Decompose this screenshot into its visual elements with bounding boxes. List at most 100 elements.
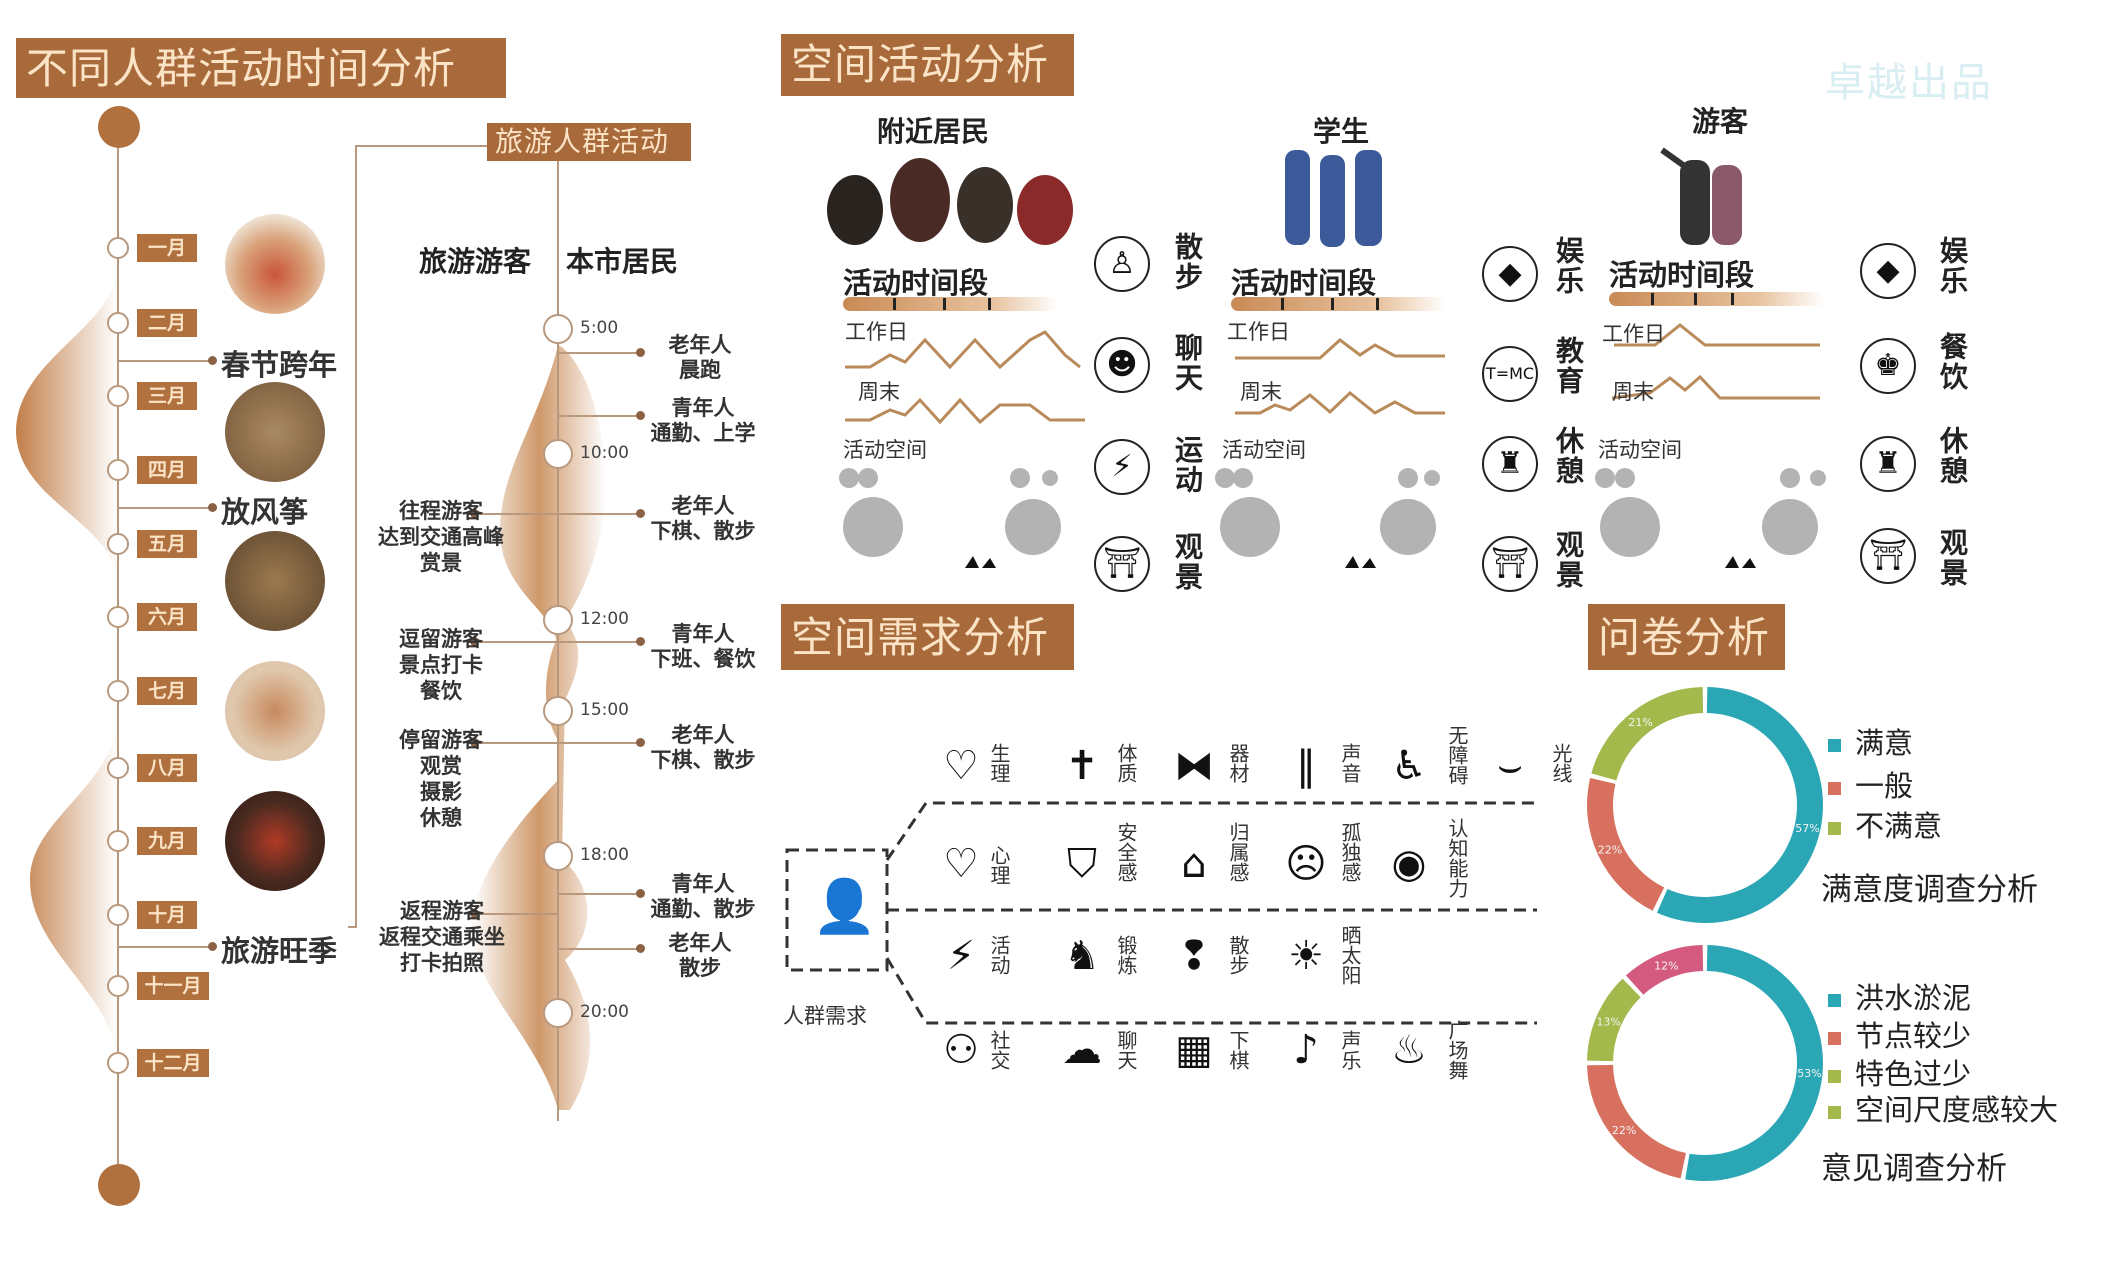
timeline-start-node xyxy=(98,106,140,148)
activity-wave-lines xyxy=(845,323,1820,425)
donut-slice-2 xyxy=(1587,777,1665,911)
donut-value-label: 22% xyxy=(1598,844,1622,857)
photo-lanterns xyxy=(225,791,325,891)
weekend-wave-tourists xyxy=(1611,374,1820,400)
person-icon: ✝ xyxy=(1065,743,1099,789)
section-title-space-activity: 空间活动分析 xyxy=(781,34,1074,96)
need-label: 广场舞 xyxy=(1445,1020,1469,1080)
resident-activity: 青年人通勤、散步 xyxy=(650,872,756,921)
resident-connector xyxy=(558,415,640,417)
running-icon: ⚡ xyxy=(1094,439,1150,495)
legend-item: 满意 xyxy=(1828,720,1913,762)
crowd-needs-label: 人群需求 xyxy=(783,1004,867,1028)
legend-swatch xyxy=(1828,781,1841,795)
legend-swatch xyxy=(1828,993,1841,1007)
photo-crowd xyxy=(225,531,325,631)
month-label: 三月 xyxy=(137,382,197,410)
tourist-dot xyxy=(470,509,479,518)
group-name-tourists: 游客 xyxy=(1692,105,1749,138)
time-node xyxy=(543,696,573,726)
dumbbell-icon: ⧓ xyxy=(1174,743,1214,789)
resident-dot xyxy=(636,509,645,518)
month-node xyxy=(107,1052,129,1074)
tourist-activity: 停留游客观赏摄影休憩 xyxy=(399,728,483,830)
bracket-side xyxy=(355,145,357,927)
time-label: 15:00 xyxy=(580,700,629,720)
education-icon: T=MC xyxy=(1482,346,1538,402)
resident-activity: 青年人下班、餐饮 xyxy=(650,622,756,671)
time-label: 10:00 xyxy=(580,443,629,463)
opinion-survey-title: 意见调查分析 xyxy=(1821,1151,2007,1187)
activity-label: 娱乐 xyxy=(1936,236,1969,296)
legend-item: 空间尺度感较大 xyxy=(1828,1087,2058,1129)
chat-bubble-icon: ☁ xyxy=(1062,1027,1102,1073)
time-label: 20:00 xyxy=(580,1002,629,1022)
weekday-wave-residents xyxy=(845,330,1081,370)
resident-dot xyxy=(636,889,645,898)
activity-label: 休憩 xyxy=(1936,426,1969,486)
time-period-bar xyxy=(1231,297,1446,311)
need-label: 声音 xyxy=(1338,743,1362,783)
activity-label: 餐饮 xyxy=(1936,332,1969,392)
need-label: 心理 xyxy=(987,845,1011,885)
sprint-icon: ⚡ xyxy=(946,933,976,979)
group-name-residents: 附近居民 xyxy=(877,115,990,148)
time-label: 5:00 xyxy=(580,318,619,338)
activity-label: 观景 xyxy=(1552,530,1585,590)
resident-connector xyxy=(474,641,640,643)
stethoscope-heart-icon: ♡ xyxy=(943,841,979,887)
donut-value-label: 22% xyxy=(1612,1124,1636,1137)
resident-activity: 老年人晨跑 xyxy=(668,333,732,382)
resident-dot xyxy=(636,411,645,420)
column-tourists: 旅游游客 xyxy=(419,245,532,278)
month-node xyxy=(107,904,129,926)
weekday-wave-tourists xyxy=(1614,323,1820,347)
activity-label: 娱乐 xyxy=(1552,236,1585,296)
watermark: 卓越出品 xyxy=(1825,60,1993,106)
legend-item: 洪水淤泥 xyxy=(1828,975,1971,1017)
time-label: 12:00 xyxy=(580,609,629,629)
month-label: 五月 xyxy=(137,530,197,558)
music-icon: ♪ xyxy=(1293,1027,1319,1073)
legend-item: 不满意 xyxy=(1828,803,1942,845)
time-period-label: 活动时间段 xyxy=(843,266,989,300)
month-label: 八月 xyxy=(137,754,197,782)
month-label: 十月 xyxy=(137,901,197,929)
satisfaction-donut-chart: 57%22%21% xyxy=(1587,687,1823,923)
photo-spring-festival xyxy=(225,214,325,314)
tourist-activity: 返程游客返程交通乘坐打卡拍照 xyxy=(379,899,505,975)
month-node xyxy=(107,459,129,481)
weekend-label: 周末 xyxy=(1612,380,1654,404)
activity-label: 休憩 xyxy=(1552,426,1585,486)
chatting-icon: ☻ xyxy=(1094,337,1150,393)
activity-space-label: 活动空间 xyxy=(843,438,927,462)
dining-icon: ♚ xyxy=(1860,338,1916,394)
month-label: 七月 xyxy=(137,677,197,705)
tourist-connector xyxy=(474,913,558,915)
month-node xyxy=(107,312,129,334)
legend-swatch xyxy=(1828,821,1841,835)
weekend-wave-students xyxy=(1235,391,1445,415)
month-node xyxy=(107,757,129,779)
chessboard-icon: ▦ xyxy=(1175,1027,1213,1073)
resident-connector xyxy=(474,513,640,515)
satisfaction-survey-title: 满意度调查分析 xyxy=(1821,872,2038,908)
month-label: 十一月 xyxy=(137,972,209,1000)
need-label: 锻炼 xyxy=(1114,935,1138,975)
stretching-icon: ♞ xyxy=(1064,933,1100,979)
weekend-label: 周末 xyxy=(1240,380,1282,404)
walking-couple-icon: ♙ xyxy=(1094,236,1150,292)
bracket-bottom xyxy=(348,926,357,928)
weekend-wave-residents xyxy=(845,397,1085,425)
activity-space-label: 活动空间 xyxy=(1222,438,1306,462)
home-icon: ⌂ xyxy=(1181,841,1207,887)
weekday-label: 工作日 xyxy=(1602,322,1665,346)
resting-icon: ♜ xyxy=(1482,436,1538,492)
need-label: 下棋 xyxy=(1226,1030,1250,1070)
need-label: 孤独感 xyxy=(1338,822,1362,882)
time-node xyxy=(543,998,573,1028)
tree-silhouettes xyxy=(839,468,1826,557)
weekend-label: 周末 xyxy=(858,380,900,404)
legend-item: 特色过少 xyxy=(1828,1051,1971,1093)
month-node xyxy=(107,237,129,259)
